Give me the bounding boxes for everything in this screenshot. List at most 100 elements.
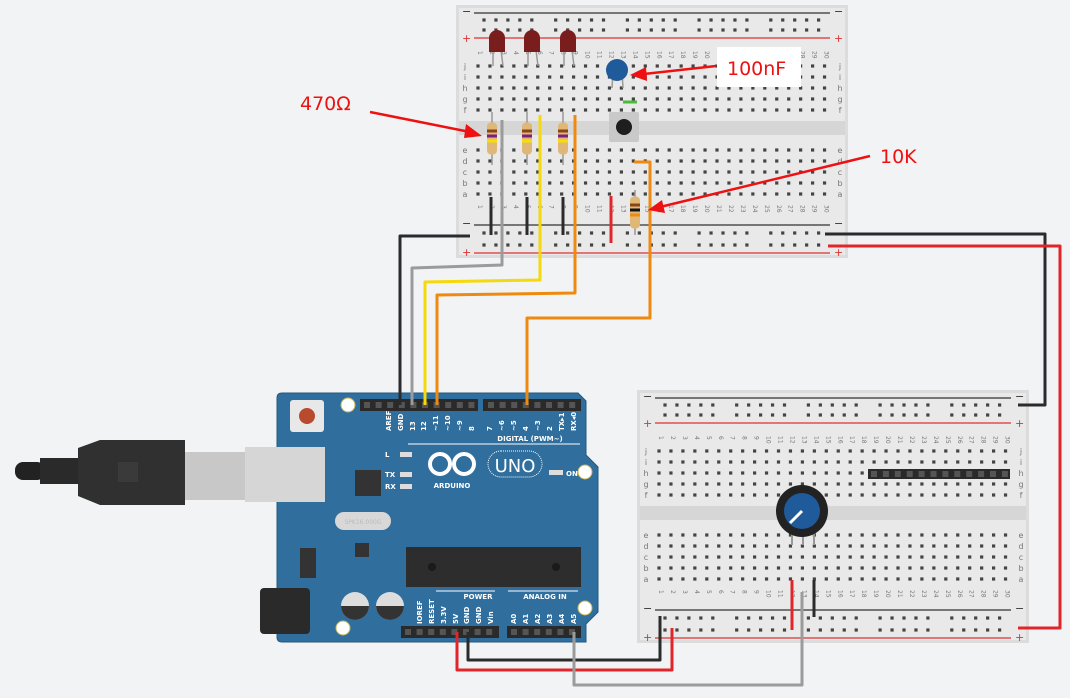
header-pin[interactable] — [468, 402, 475, 408]
hole[interactable] — [595, 159, 600, 163]
hole[interactable] — [986, 628, 990, 632]
hole[interactable] — [655, 148, 659, 152]
hole[interactable] — [693, 555, 697, 559]
hole[interactable] — [974, 403, 978, 407]
hole[interactable] — [733, 18, 737, 22]
hole[interactable] — [956, 555, 960, 559]
hole[interactable] — [920, 555, 924, 559]
hole[interactable] — [703, 75, 707, 79]
hole[interactable] — [992, 555, 996, 559]
hole[interactable] — [817, 18, 821, 22]
hole[interactable] — [655, 159, 659, 163]
hole[interactable] — [729, 493, 733, 497]
capacitor-100nf[interactable] — [606, 59, 628, 89]
hole[interactable] — [998, 413, 1002, 417]
wire-gnd-link[interactable] — [825, 232, 1047, 407]
hole[interactable] — [800, 460, 804, 464]
hole[interactable] — [956, 577, 960, 581]
hole[interactable] — [589, 243, 594, 247]
hole[interactable] — [715, 97, 719, 101]
hole[interactable] — [926, 616, 930, 620]
hole[interactable] — [476, 148, 480, 152]
hole[interactable] — [518, 231, 522, 235]
hole[interactable] — [824, 533, 828, 537]
hole[interactable] — [512, 75, 516, 79]
hole[interactable] — [781, 18, 785, 22]
hole[interactable] — [799, 86, 803, 90]
hole[interactable] — [745, 231, 749, 235]
hole[interactable] — [500, 64, 504, 68]
hole[interactable] — [675, 413, 679, 417]
hole[interactable] — [607, 181, 612, 185]
hole[interactable] — [729, 482, 733, 486]
hole[interactable] — [787, 181, 791, 185]
hole[interactable] — [824, 460, 828, 464]
hole[interactable] — [711, 413, 715, 417]
header-pin[interactable] — [398, 402, 405, 408]
hole[interactable] — [896, 533, 900, 537]
hole[interactable] — [932, 566, 936, 570]
hole[interactable] — [799, 148, 803, 152]
hole[interactable] — [572, 108, 576, 112]
hole[interactable] — [669, 460, 673, 464]
hole[interactable] — [637, 28, 641, 32]
hole[interactable] — [842, 403, 846, 407]
hole[interactable] — [673, 231, 677, 235]
hole[interactable] — [548, 148, 552, 152]
hole[interactable] — [705, 555, 709, 559]
hole[interactable] — [669, 544, 673, 548]
hole[interactable] — [950, 628, 954, 632]
hole[interactable] — [548, 75, 552, 79]
hole[interactable] — [763, 192, 767, 196]
hole[interactable] — [536, 181, 540, 185]
hole[interactable] — [669, 577, 673, 581]
hole[interactable] — [793, 243, 797, 247]
hole[interactable] — [753, 555, 757, 559]
hole[interactable] — [643, 64, 647, 68]
hole[interactable] — [681, 493, 685, 497]
hole[interactable] — [717, 544, 721, 548]
hole[interactable] — [932, 482, 936, 486]
hole[interactable] — [476, 86, 480, 90]
hole[interactable] — [818, 628, 822, 632]
hole[interactable] — [769, 28, 773, 32]
hole[interactable] — [824, 449, 828, 453]
hole[interactable] — [663, 616, 667, 620]
hole[interactable] — [788, 482, 793, 486]
hole[interactable] — [705, 449, 709, 453]
hole[interactable] — [776, 482, 781, 486]
hole[interactable] — [854, 628, 858, 632]
hole[interactable] — [607, 97, 612, 101]
hole[interactable] — [751, 170, 755, 174]
hole[interactable] — [657, 544, 661, 548]
hole[interactable] — [962, 413, 966, 417]
hole[interactable] — [721, 28, 725, 32]
hole[interactable] — [566, 243, 570, 247]
hole[interactable] — [494, 28, 498, 32]
hole[interactable] — [805, 243, 809, 247]
wire-pin4[interactable] — [525, 160, 652, 405]
hole[interactable] — [805, 28, 809, 32]
hole[interactable] — [667, 108, 671, 112]
hole[interactable] — [878, 616, 882, 620]
hole[interactable] — [595, 192, 600, 196]
hole[interactable] — [601, 28, 606, 32]
hole[interactable] — [860, 471, 864, 475]
hole[interactable] — [908, 566, 912, 570]
hole[interactable] — [693, 533, 697, 537]
hole[interactable] — [524, 75, 528, 79]
header-pin[interactable] — [569, 402, 576, 408]
hole[interactable] — [776, 449, 781, 453]
hole[interactable] — [512, 170, 516, 174]
hole[interactable] — [800, 449, 804, 453]
hole[interactable] — [830, 403, 834, 407]
hole[interactable] — [667, 86, 671, 90]
hole[interactable] — [842, 628, 846, 632]
hole[interactable] — [693, 449, 697, 453]
wire-pin11[interactable] — [435, 115, 577, 405]
hole[interactable] — [476, 181, 480, 185]
hole[interactable] — [992, 449, 996, 453]
hole[interactable] — [548, 64, 552, 68]
hole[interactable] — [735, 413, 739, 417]
hole[interactable] — [560, 170, 564, 174]
